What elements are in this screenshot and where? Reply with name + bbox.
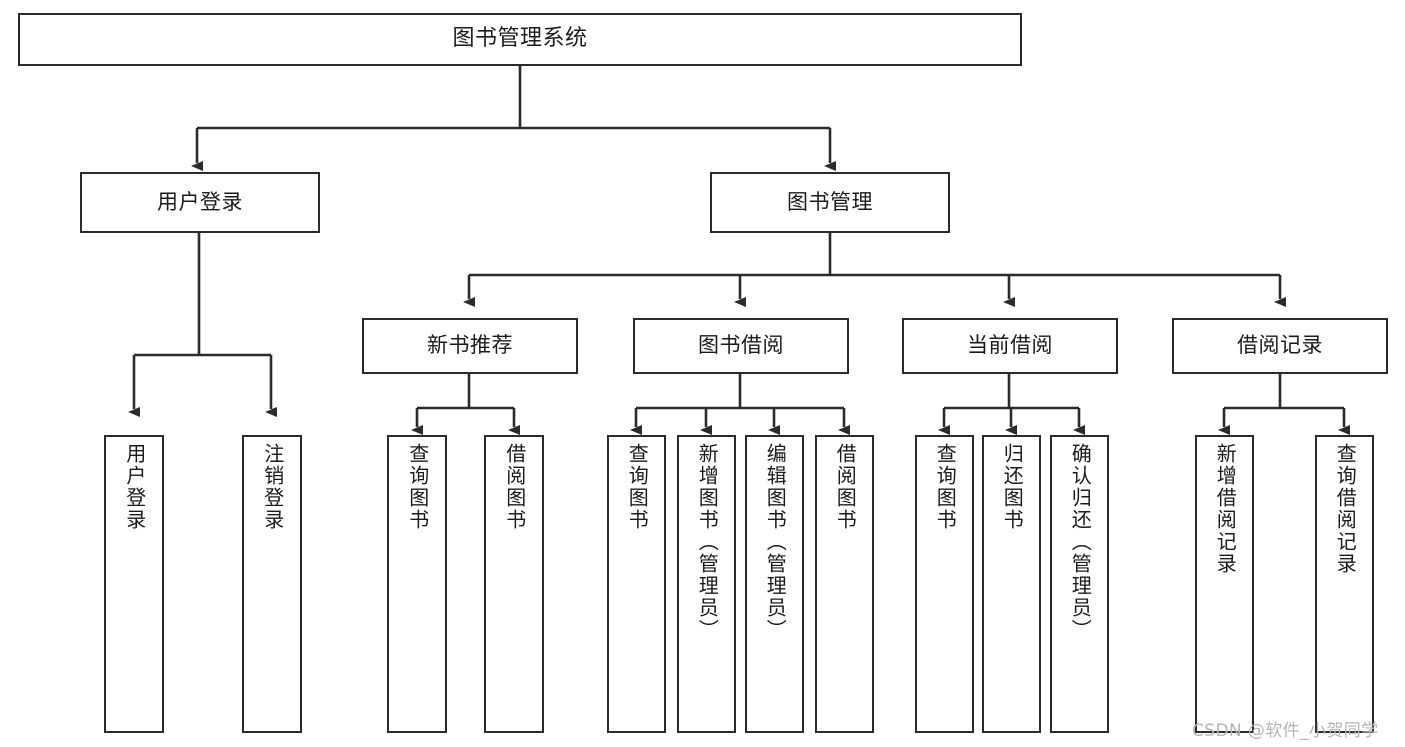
node-label: 查询图书 <box>405 443 430 531</box>
node-label: 当前借阅 <box>967 333 1053 358</box>
node-label: 图书管理系统 <box>452 26 588 52</box>
leaf-add-book[interactable]: 新增图书（管理员） <box>677 435 736 733</box>
leaf-query-book-recommend[interactable]: 查询图书 <box>387 435 447 733</box>
node-label: 注销登录 <box>260 443 285 531</box>
node-label: 用户登录 <box>122 443 147 531</box>
node-label: 查询图书 <box>625 443 650 531</box>
leaf-borrow-book[interactable]: 借阅图书 <box>815 435 874 733</box>
node-current-borrow[interactable]: 当前借阅 <box>902 318 1118 374</box>
node-label: 归还图书 <box>1000 443 1025 531</box>
node-label: 确认归还（管理员） <box>1068 443 1093 641</box>
node-label: 图书管理 <box>787 189 873 214</box>
node-label: 新书推荐 <box>427 333 513 358</box>
node-label: 编辑图书（管理员） <box>763 443 788 641</box>
node-label: 用户登录 <box>157 189 243 214</box>
node-book-management[interactable]: 图书管理 <box>710 172 950 233</box>
leaf-user-login[interactable]: 用户登录 <box>104 435 164 733</box>
node-label: 查询借阅记录 <box>1333 443 1358 575</box>
node-label: 图书借阅 <box>698 333 784 358</box>
leaf-return-book[interactable]: 归还图书 <box>982 435 1041 733</box>
node-label: 查询图书 <box>933 443 958 531</box>
node-label: 借阅图书 <box>833 443 858 531</box>
node-label: 借阅记录 <box>1237 333 1323 358</box>
leaf-query-book-borrow[interactable]: 查询图书 <box>607 435 666 733</box>
csdn-watermark: CSDN @软件_小贺同学 <box>1192 721 1379 741</box>
leaf-user-logout[interactable]: 注销登录 <box>242 435 302 733</box>
leaf-add-borrow-record[interactable]: 新增借阅记录 <box>1195 435 1254 733</box>
node-label: 借阅图书 <box>502 443 527 531</box>
leaf-confirm-return[interactable]: 确认归还（管理员） <box>1050 435 1109 733</box>
node-new-book-recommend[interactable]: 新书推荐 <box>362 318 578 374</box>
node-label: 新增图书（管理员） <box>695 443 720 641</box>
leaf-query-borrow-record[interactable]: 查询借阅记录 <box>1315 435 1374 733</box>
node-label: 新增借阅记录 <box>1213 443 1238 575</box>
leaf-edit-book[interactable]: 编辑图书（管理员） <box>745 435 804 733</box>
node-book-borrow[interactable]: 图书借阅 <box>633 318 849 374</box>
node-user-login[interactable]: 用户登录 <box>80 172 320 233</box>
node-root-book-management-system[interactable]: 图书管理系统 <box>18 13 1022 66</box>
node-borrow-record[interactable]: 借阅记录 <box>1172 318 1388 374</box>
leaf-query-book-current[interactable]: 查询图书 <box>915 435 974 733</box>
leaf-borrow-book-recommend[interactable]: 借阅图书 <box>484 435 544 733</box>
